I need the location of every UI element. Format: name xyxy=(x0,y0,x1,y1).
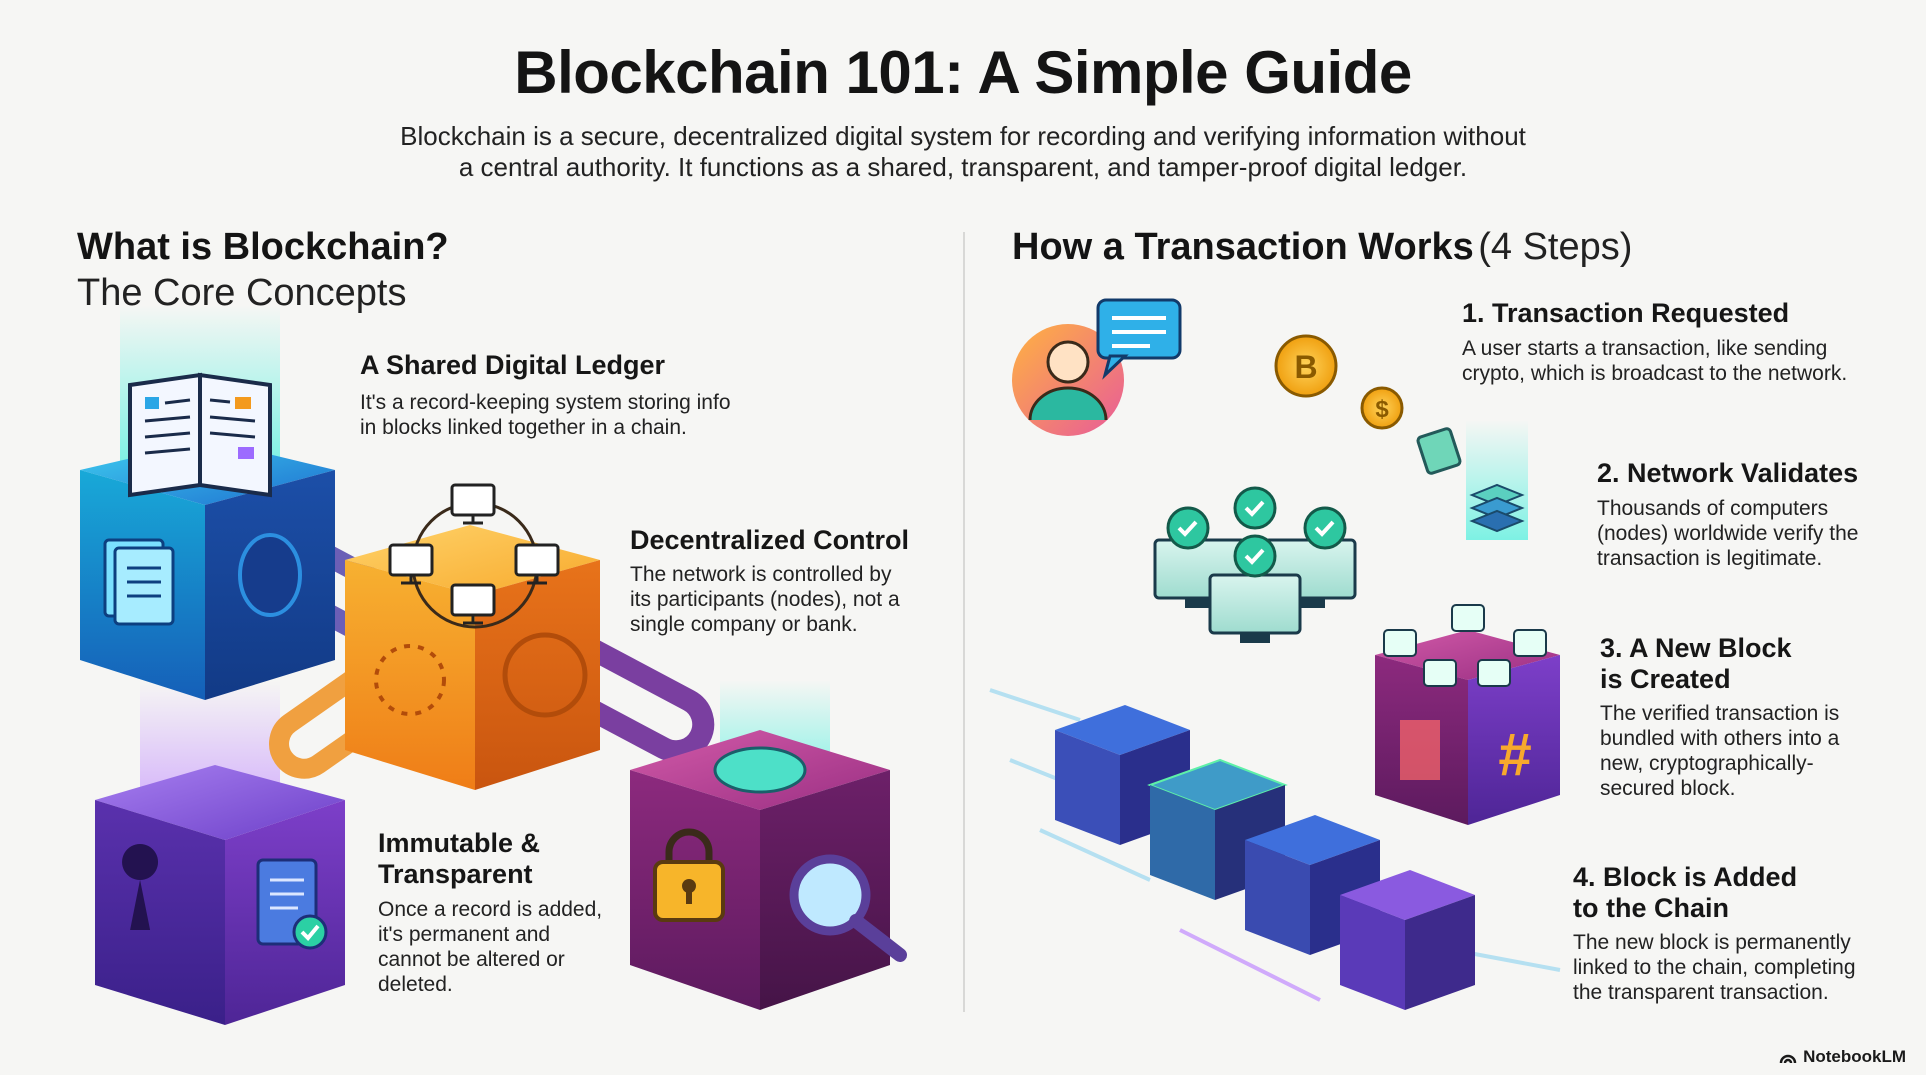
node-monitor-icon xyxy=(450,583,496,625)
step-desc-1: A user starts a transaction, like sendin… xyxy=(1462,337,1848,385)
open-book-icon xyxy=(128,372,272,498)
broadcast-stack-icon xyxy=(1469,483,1525,533)
dollar-coin-icon: $ xyxy=(1360,386,1404,430)
blockchain-chain xyxy=(1055,705,1475,1010)
page-title: Blockchain 101: A Simple Guide xyxy=(514,39,1412,106)
step-desc-3: The verified transaction is bundled with… xyxy=(1600,702,1840,800)
step-desc-2: Thousands of computers (nodes) worldwide… xyxy=(1597,497,1859,570)
verified-document-icon xyxy=(256,858,328,950)
step-title-2: 2. Network Validates xyxy=(1597,458,1859,488)
notebooklm-brand: NotebookLM xyxy=(1779,1047,1906,1067)
hash-icon: # xyxy=(1498,721,1531,788)
keyhole-icon xyxy=(122,844,159,930)
network-nodes xyxy=(388,483,560,625)
new-block-cube: # xyxy=(1375,604,1560,825)
left-section-subheading: The Core Concepts xyxy=(77,272,407,314)
concept-title-immutable: Immutable & Transparent xyxy=(378,828,541,889)
data-packet-icon xyxy=(1416,427,1462,475)
transaction-card-icons xyxy=(1383,604,1547,687)
node-monitor-icon xyxy=(514,543,560,585)
user-avatar-icon xyxy=(1012,324,1124,436)
document-stack-icon xyxy=(103,538,175,626)
concept-title-decentralized: Decentralized Control xyxy=(630,525,910,555)
concept-title-ledger: A Shared Digital Ledger xyxy=(360,350,666,380)
magnifying-glass-icon xyxy=(789,854,907,962)
bitcoin-coin-icon: B xyxy=(1274,334,1338,398)
step-title-3: 3. A New Block is Created xyxy=(1600,633,1792,694)
section-divider xyxy=(963,232,965,1012)
padlock-icon xyxy=(653,828,725,922)
step-title-4: 4. Block is Added to the Chain xyxy=(1573,862,1798,923)
chat-bubble-icon xyxy=(1096,298,1182,380)
step-title-1: 1. Transaction Requested xyxy=(1462,298,1790,328)
svg-text:$: $ xyxy=(1375,396,1389,423)
brand-name: NotebookLM xyxy=(1803,1047,1906,1066)
intro-line-1: Blockchain is a secure, decentralized di… xyxy=(400,121,1526,151)
chain-block-4-new xyxy=(1340,870,1475,1010)
validator-nodes xyxy=(1153,486,1357,643)
node-monitor-icon xyxy=(450,483,496,525)
node-monitor-icon xyxy=(388,543,434,585)
svg-text:B: B xyxy=(1294,349,1317,385)
validator-computer-icon xyxy=(1208,573,1302,643)
right-section-heading: How a Transaction Works (4 Steps) xyxy=(1012,226,1633,268)
concept-desc-immutable: Once a record is added, it's permanent a… xyxy=(378,898,603,996)
step-desc-4: The new block is permanently linked to t… xyxy=(1573,931,1856,1004)
intro-line-2: a central authority. It functions as a s… xyxy=(458,152,1468,182)
data-stream-icon xyxy=(1400,720,1440,780)
purple-document-cube xyxy=(95,765,345,1025)
orange-network-cube xyxy=(345,501,600,790)
concept-desc-decentralized: The network is controlled by its partici… xyxy=(630,563,900,636)
concept-desc-ledger: It's a record-keeping system storing inf… xyxy=(360,391,731,439)
magenta-security-cube xyxy=(630,730,907,1010)
notebooklm-logo-icon xyxy=(1779,1054,1797,1064)
left-section-heading: What is Blockchain? xyxy=(77,226,449,268)
